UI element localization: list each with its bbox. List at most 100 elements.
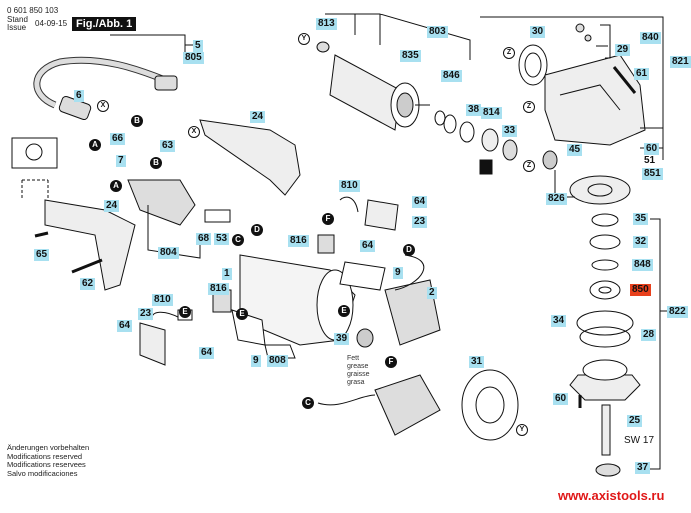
- connector-z-bearing: Z: [523, 101, 535, 113]
- bearing-850: [589, 280, 621, 300]
- field-coil-top: [384, 279, 441, 346]
- field-coil-bottom: [374, 374, 441, 436]
- flange-30: [518, 44, 548, 86]
- label-part-816-left: 816: [208, 283, 229, 295]
- watermark-url: www.axistools.ru: [558, 488, 665, 503]
- label-part-65: 65: [34, 249, 50, 261]
- bevel-gear: [569, 175, 631, 205]
- handle-top: [199, 119, 301, 196]
- connector-b-switch: B: [150, 157, 162, 169]
- label-part-23-left: 23: [138, 308, 154, 320]
- armature: [329, 54, 430, 131]
- connector-a-cable: A: [89, 139, 101, 151]
- label-part-63: 63: [160, 140, 176, 152]
- footer-line-de: Änderungen vorbehalten: [7, 443, 90, 452]
- label-part-64-a: 64: [412, 196, 428, 208]
- connector-z-gear: Z: [523, 160, 535, 172]
- spindle: [601, 404, 611, 456]
- label-part-62: 62: [80, 278, 96, 290]
- power-cable: [33, 56, 167, 109]
- label-part-1: 1: [222, 268, 232, 280]
- connector-d-switch: D: [251, 224, 263, 236]
- grease-note-fr: graisse: [347, 371, 370, 378]
- footer-line-fr: Modifications reservees: [7, 460, 86, 469]
- connector-x-handle: X: [188, 126, 200, 138]
- connector-e-brush: E: [236, 308, 248, 320]
- label-part-804: 804: [158, 247, 179, 259]
- grease-note-es: grasa: [347, 379, 365, 386]
- label-part-851: 851: [642, 168, 663, 180]
- connector-e-housing: E: [338, 305, 350, 317]
- label-part-5: 5: [193, 40, 203, 52]
- gear-housing: [544, 54, 646, 146]
- connector-c-coil: C: [302, 397, 314, 409]
- connector-a-switch: A: [110, 180, 122, 192]
- label-part-821: 821: [670, 56, 691, 68]
- footer-line-es: Salvo modificaciones: [7, 468, 78, 478]
- label-part-24-bottom: 24: [104, 200, 120, 212]
- plug: [154, 75, 178, 91]
- label-part-25: 25: [627, 415, 643, 427]
- label-part-38: 38: [466, 104, 482, 116]
- label-part-803: 803: [427, 26, 448, 38]
- handle-bottom: [44, 199, 136, 291]
- label-part-34: 34: [551, 315, 567, 327]
- label-part-835: 835: [400, 50, 421, 62]
- switch: [127, 179, 196, 226]
- label-part-31: 31: [469, 356, 485, 368]
- end-cover-31: [461, 369, 519, 441]
- connector-c-switch: C: [232, 234, 244, 246]
- figure-title: Fig./Abb. 1: [72, 17, 137, 31]
- label-part-9-left: 9: [251, 355, 261, 367]
- part-number: 0 601 850 103: [7, 6, 59, 15]
- label-part-846: 846: [441, 70, 462, 82]
- label-part-2: 2: [427, 287, 437, 299]
- label-part-7: 7: [116, 155, 126, 167]
- issue-date: 04-09-15: [35, 19, 68, 28]
- stand-label: Stand: [7, 15, 28, 24]
- label-part-66: 66: [110, 133, 126, 145]
- label-part-808: 808: [267, 355, 288, 367]
- label-part-814: 814: [481, 107, 502, 119]
- connector-z-flange: Z: [503, 47, 515, 59]
- connector-f-lead: F: [322, 213, 334, 225]
- label-part-33: 33: [502, 125, 518, 137]
- label-part-64-b: 64: [360, 240, 376, 252]
- bearing-flange: [569, 374, 641, 401]
- label-part-68: 68: [196, 233, 212, 245]
- label-part-850-highlighted: 850: [630, 284, 651, 296]
- grease-note-en: grease: [347, 363, 369, 370]
- label-part-64-c: 64: [117, 320, 133, 332]
- label-part-30: 30: [530, 26, 546, 38]
- label-part-23-right: 23: [412, 216, 428, 228]
- label-part-816-right: 816: [288, 235, 309, 247]
- connector-y-cover: Y: [516, 424, 528, 436]
- label-part-45: 45: [567, 144, 583, 156]
- label-sw17: SW 17: [624, 435, 655, 446]
- label-part-60-bottom: 60: [553, 393, 569, 405]
- label-part-810-left: 810: [152, 294, 173, 306]
- label-part-840: 840: [640, 32, 661, 44]
- modifications-notice: Änderungen vorbehalten Modifications res…: [7, 443, 90, 478]
- connector-d-lead: D: [403, 244, 415, 256]
- connector-e-left: E: [179, 306, 191, 318]
- label-part-810-right: 810: [339, 180, 360, 192]
- label-part-9-right: 9: [393, 267, 403, 279]
- label-part-848: 848: [632, 259, 653, 271]
- label-part-813: 813: [316, 18, 337, 30]
- label-part-6: 6: [74, 90, 84, 102]
- label-part-35: 35: [633, 213, 649, 225]
- connector-x-cable: X: [97, 100, 109, 112]
- label-part-64-d: 64: [199, 347, 215, 359]
- bearing-813: [316, 41, 330, 53]
- label-part-822: 822: [667, 306, 688, 318]
- label-part-51: 51: [644, 155, 656, 166]
- label-part-805: 805: [183, 52, 204, 64]
- label-part-28: 28: [641, 329, 657, 341]
- connector-y-armature: Y: [298, 33, 310, 45]
- label-part-32: 32: [633, 236, 649, 248]
- connector-b-cable: B: [131, 115, 143, 127]
- connector-f-coil: F: [385, 356, 397, 368]
- label-part-24-top: 24: [250, 111, 266, 123]
